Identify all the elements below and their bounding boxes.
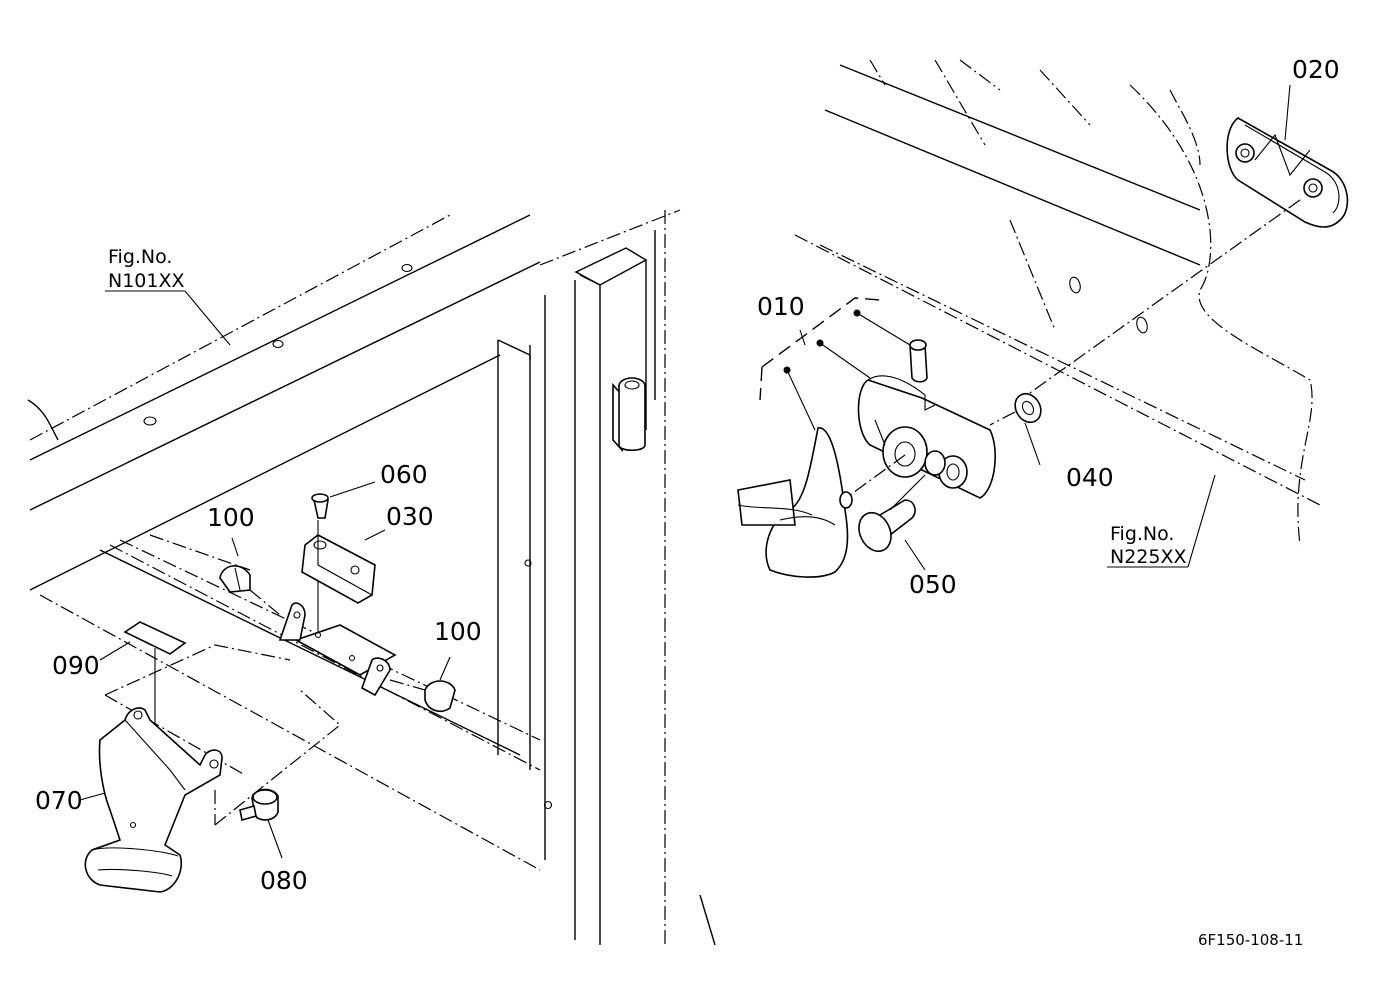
label-040[interactable]: 040 bbox=[1066, 463, 1114, 492]
label-090[interactable]: 090 bbox=[52, 651, 100, 680]
fig-ref-left-line2[interactable]: N101XX bbox=[108, 270, 185, 292]
fig-ref-left-line1: Fig.No. bbox=[108, 246, 172, 268]
diagram-code: 6F150-108-11 bbox=[1198, 931, 1303, 949]
part-030-block bbox=[301, 529, 386, 604]
vertical-post bbox=[497, 210, 716, 946]
fig-ref-right-line1: Fig.No. bbox=[1110, 523, 1174, 545]
part-070-latch-bracket bbox=[79, 707, 223, 893]
part-080-knob bbox=[239, 788, 283, 859]
part-010-latch-assembly bbox=[737, 297, 996, 578]
fig-ref-leaders bbox=[105, 84, 1291, 568]
hinge-bracket bbox=[249, 589, 426, 697]
part-050-bolt bbox=[858, 474, 926, 571]
fig-ref-right-line2[interactable]: N225XX bbox=[1110, 546, 1187, 568]
roof-beam bbox=[27, 214, 541, 511]
label-070[interactable]: 070 bbox=[35, 786, 83, 815]
label-050[interactable]: 050 bbox=[909, 570, 957, 599]
label-010[interactable]: 010 bbox=[757, 292, 805, 321]
label-020[interactable]: 020 bbox=[1292, 55, 1340, 84]
part-090-label bbox=[99, 621, 187, 760]
part-020-handle-plate bbox=[1019, 117, 1349, 401]
part-100-cap-right bbox=[424, 656, 456, 712]
label-060[interactable]: 060 bbox=[380, 460, 428, 489]
label-080[interactable]: 080 bbox=[260, 866, 308, 895]
label-100-left[interactable]: 100 bbox=[207, 503, 255, 532]
label-100-right[interactable]: 100 bbox=[434, 617, 482, 646]
label-030[interactable]: 030 bbox=[386, 502, 434, 531]
part-040-washer bbox=[989, 392, 1042, 466]
part-100-cap-left bbox=[219, 537, 251, 593]
door-panel bbox=[794, 59, 1321, 546]
